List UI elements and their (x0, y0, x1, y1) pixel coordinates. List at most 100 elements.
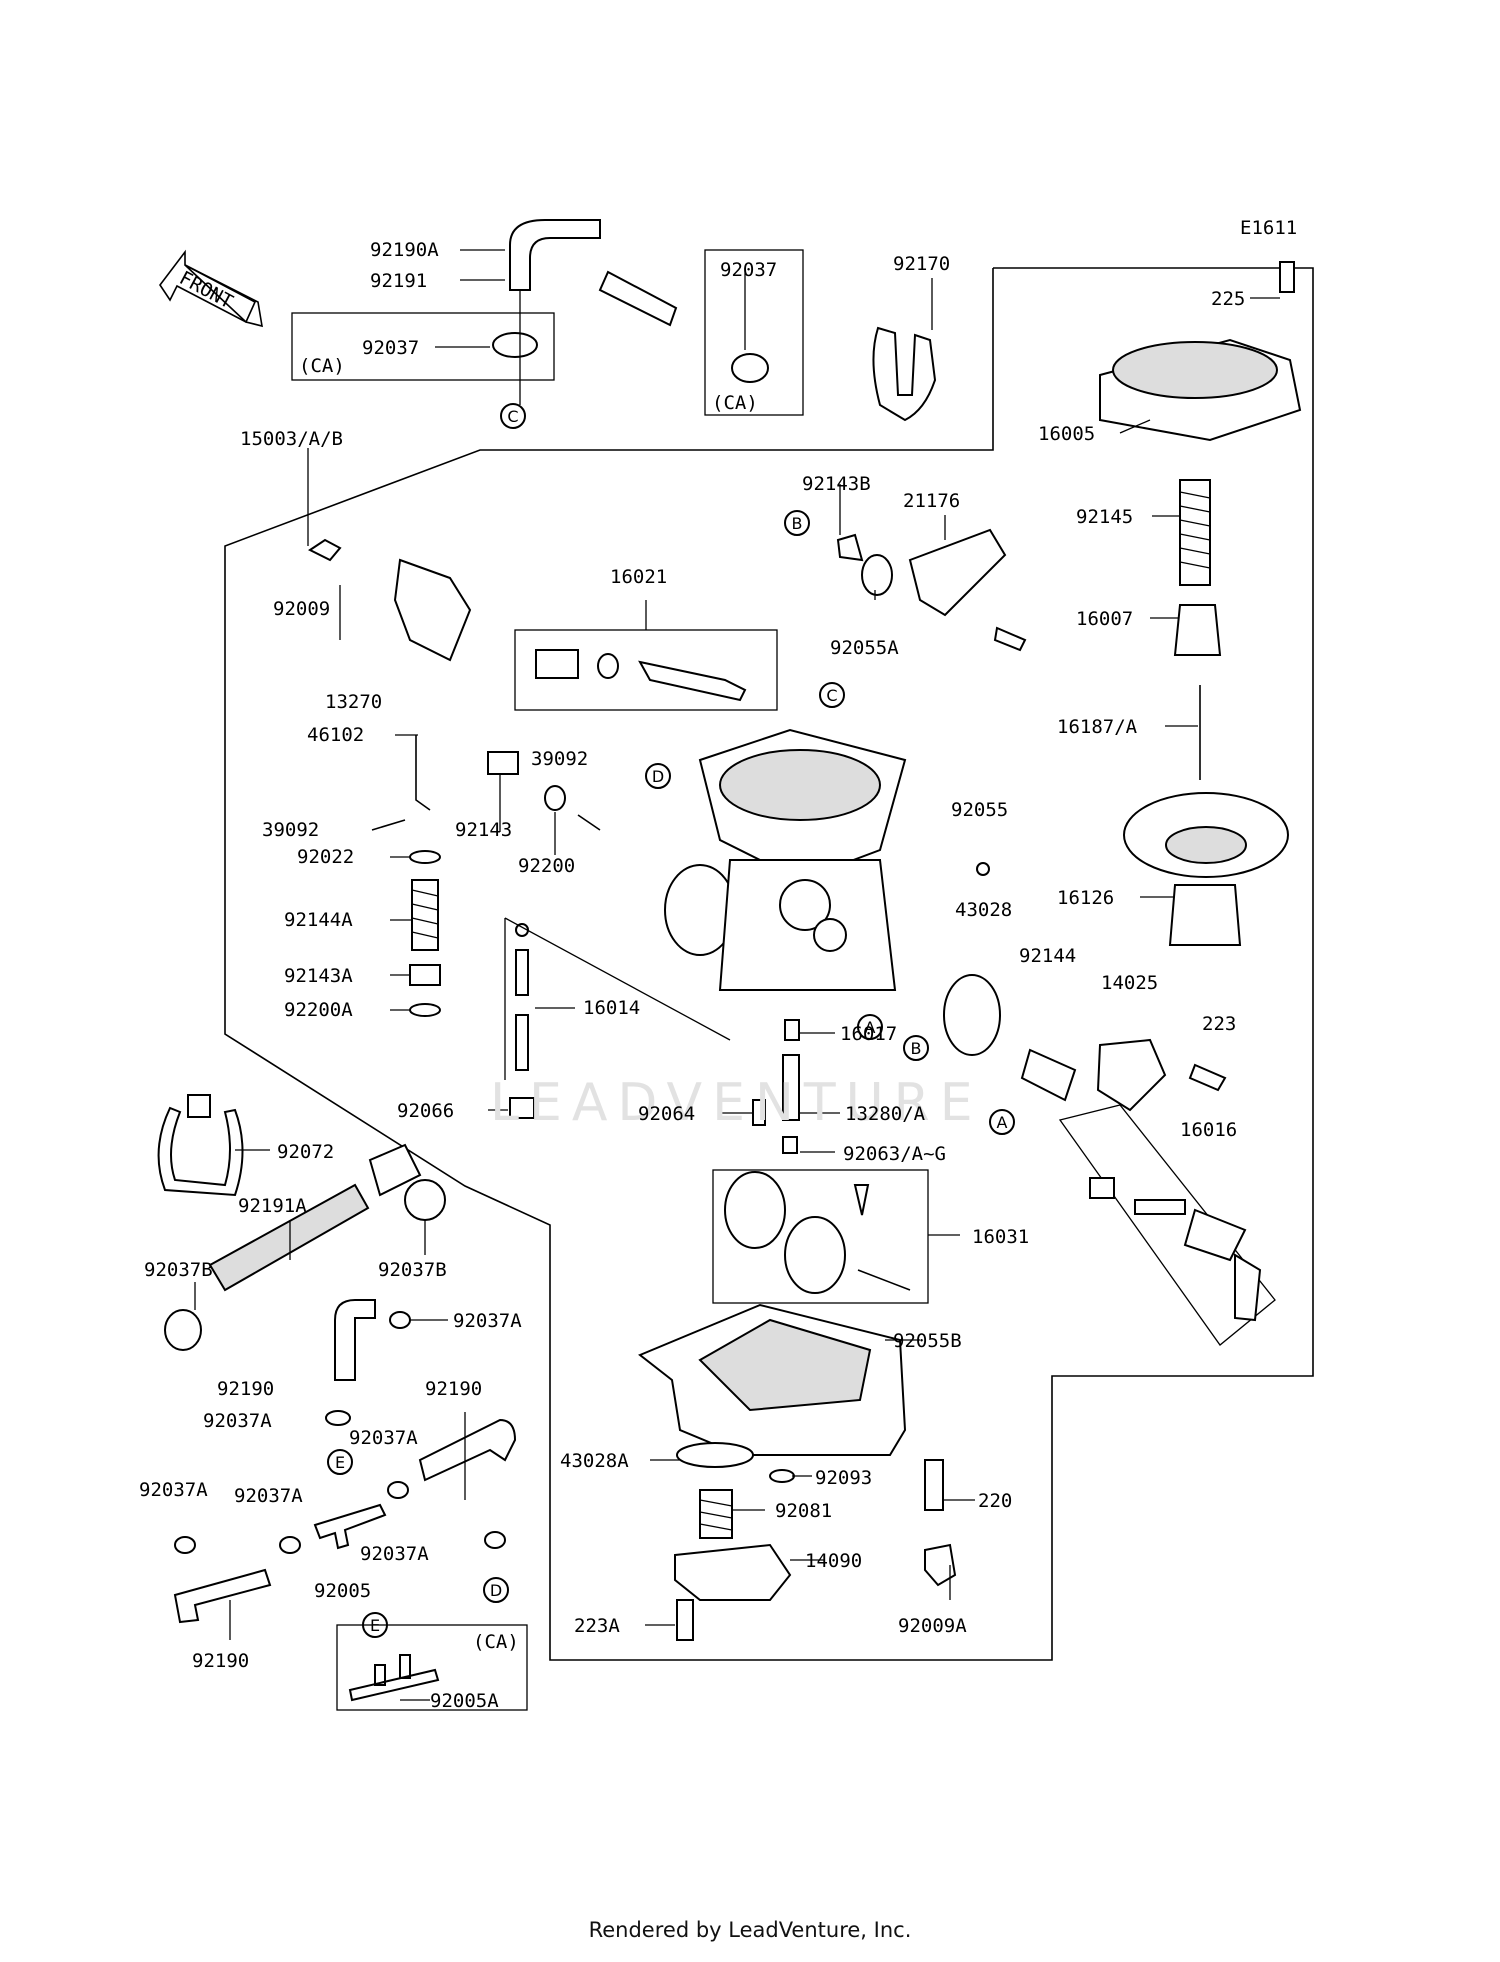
callout-letter: B (911, 1039, 922, 1058)
part-label: 92009A (898, 1615, 967, 1637)
part-label: 92037A (139, 1479, 208, 1501)
valve-16016-icon (1089, 1177, 1262, 1322)
part-label: 16187/A (1057, 716, 1138, 738)
screw-223a-icon (676, 1599, 694, 1641)
part-label: 92055A (830, 637, 899, 659)
screw-220-icon (924, 1459, 944, 1511)
part-box-16016 (1058, 1104, 1276, 1346)
screw-223-icon (1188, 1063, 1227, 1092)
part-label: 92037A (203, 1410, 272, 1432)
clamp-92072-icon (157, 1106, 244, 1197)
part-label: 92190 (192, 1650, 249, 1672)
collar-92143-icon (487, 751, 519, 775)
clamp-92037a-low-icon (484, 1531, 506, 1549)
sensor-21176-icon (908, 528, 1007, 617)
part-label: 220 (978, 1490, 1012, 1512)
part-label: 16016 (1180, 1119, 1237, 1141)
callout-letter: A (865, 1018, 876, 1037)
assembly-boundary (224, 267, 1314, 1661)
diaphragm-43028a-icon (676, 1442, 754, 1468)
callout-letter: E (335, 1453, 345, 1472)
part-label: 92009 (273, 598, 330, 620)
part-label: 92143A (284, 965, 353, 987)
o-ring-92055-icon (976, 862, 990, 876)
part-label: 43028A (560, 1450, 629, 1472)
footer-credit: Rendered by LeadVenture, Inc. (588, 1918, 912, 1942)
part-label: 225 (1211, 288, 1245, 310)
clamp-box-right (704, 249, 804, 416)
part-label: (CA) (299, 355, 345, 377)
top-cover-16005-icon (1099, 261, 1302, 442)
part-label: 92143B (802, 473, 871, 495)
part-label: 92055B (893, 1330, 962, 1352)
part-label: 92005A (430, 1690, 499, 1712)
joint-92005a-icon (348, 1654, 440, 1702)
part-label: 13280/A (845, 1103, 926, 1125)
callout-letter: B (792, 514, 803, 533)
pin-39092-icon (371, 819, 406, 831)
part-label: 92055 (951, 799, 1008, 821)
hose-92190a-icon (509, 219, 678, 327)
starter-plunger-16021-icon (535, 649, 747, 702)
part-label: 92190 (425, 1378, 482, 1400)
part-label: 92191A (238, 1195, 307, 1217)
clamp-92037a-center-icon (279, 1536, 301, 1554)
part-label: 13270 (325, 691, 382, 713)
clamp-92037b-right-icon (404, 1179, 446, 1221)
float-bowl-icon (638, 1303, 907, 1456)
part-label: 16007 (1076, 608, 1133, 630)
clamp-92072-tab (187, 1094, 211, 1118)
part-label: 92144A (284, 909, 353, 931)
part-label: 92190A (370, 239, 439, 261)
part-label: 39092 (531, 748, 588, 770)
part-label: 92037 (362, 337, 419, 359)
part-label: 92081 (775, 1500, 832, 1522)
needle-holder-16007-icon (1173, 604, 1222, 656)
collar-92143a-icon (409, 964, 441, 986)
part-label: 16017 (840, 1023, 897, 1045)
hose-92191a-icon (208, 1183, 370, 1292)
callout-letter: D (652, 767, 664, 786)
part-label: 92066 (397, 1100, 454, 1122)
clamp-92037b-left-icon (164, 1309, 202, 1351)
part-label: 92093 (815, 1467, 872, 1489)
callout-letter: C (826, 686, 837, 705)
joint-92005-icon (313, 1503, 387, 1550)
screw-92009a-icon (924, 1543, 957, 1587)
clamp-92037a-icon (389, 1311, 411, 1329)
part-label: (CA) (473, 1631, 519, 1653)
hose-92190-right-icon (418, 1418, 517, 1482)
part-label: 92037A (360, 1543, 429, 1565)
main-jet-92063-icon (782, 1136, 798, 1154)
hose-92190-left-icon (173, 1568, 272, 1624)
bracket-92143b-icon (836, 533, 864, 562)
part-label: 92037B (378, 1259, 447, 1281)
cover-14025-icon (1096, 1038, 1167, 1112)
callout-letter: C (507, 407, 518, 426)
clamp-92037-right-icon (731, 353, 769, 383)
part-label: 21176 (903, 490, 960, 512)
spring-92144-icon (1020, 1048, 1077, 1102)
clamp-92037a-mid-icon (325, 1410, 351, 1426)
part-label: 92191 (370, 270, 427, 292)
part-label: 14090 (805, 1550, 862, 1572)
spring-92145-icon (1179, 479, 1211, 586)
part-label: 92037A (453, 1310, 522, 1332)
pilot-screw-16014-icon (515, 923, 529, 1071)
float-16031-icon (724, 1171, 911, 1294)
spring-92081-icon (699, 1489, 733, 1539)
part-label: 92200A (284, 999, 353, 1021)
float-box-16031 (712, 1169, 929, 1304)
hose-92191a-end-icon (368, 1143, 422, 1197)
part-label: 223A (574, 1615, 620, 1637)
clamp-92037a-right-icon (387, 1481, 409, 1499)
part-label: 46102 (307, 724, 364, 746)
part-label: 92200 (518, 855, 575, 877)
part-label: (CA) (712, 392, 758, 414)
hose-92190-icon (334, 1299, 376, 1381)
spring-92144a-icon (411, 879, 439, 951)
clamp-92037a-left-icon (174, 1536, 196, 1554)
diaphragm-16126-icon (1123, 792, 1289, 946)
part-label: 92063/A~G (843, 1143, 946, 1165)
